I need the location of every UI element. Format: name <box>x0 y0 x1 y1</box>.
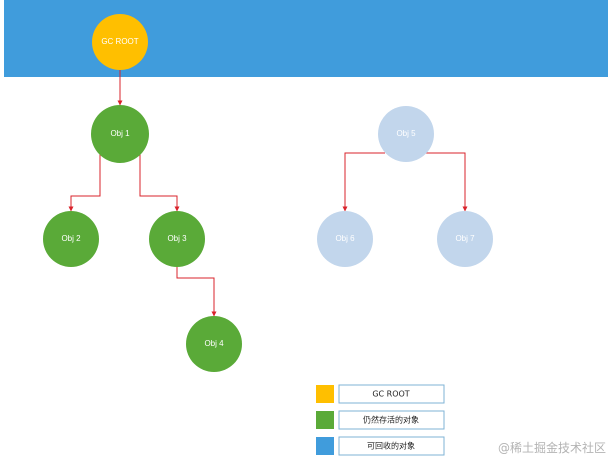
legend: GC ROOT 仍然存活的对象 可回收的对象 <box>316 384 445 456</box>
obj4-label: Obj 4 <box>204 339 224 348</box>
legend-box-gc-root <box>338 384 445 404</box>
node-obj5: Obj 5 <box>378 106 434 162</box>
obj3-label: Obj 3 <box>167 234 187 243</box>
node-obj3: Obj 3 <box>149 211 205 267</box>
legend-item-alive: 仍然存活的对象 <box>316 410 445 430</box>
reference-arrows <box>68 67 468 317</box>
node-obj2: Obj 2 <box>43 211 99 267</box>
obj6-label: Obj 6 <box>335 234 355 243</box>
legend-box-collectable <box>338 436 445 456</box>
obj2-label: Obj 2 <box>61 234 81 243</box>
obj1-label: Obj 1 <box>110 129 130 138</box>
legend-swatch-collectable <box>316 437 334 455</box>
obj4-circle <box>186 316 242 372</box>
watermark-text: @稀土掘金技术社区 <box>497 441 606 455</box>
node-obj1: Obj 1 <box>91 105 149 163</box>
arrow-obj3-to-obj4 <box>176 266 217 317</box>
obj7-label: Obj 7 <box>455 234 475 243</box>
obj1-circle <box>91 105 149 163</box>
legend-swatch-gc-root <box>316 385 334 403</box>
legend-box-alive <box>338 410 445 430</box>
legend-swatch-alive <box>316 411 334 429</box>
gc-root-circle <box>92 14 148 70</box>
gc-root-label: GC ROOT <box>101 37 138 46</box>
obj6-circle <box>317 211 373 267</box>
legend-label-gc-root: GC ROOT <box>372 390 409 399</box>
legend-item-gc-root: GC ROOT <box>316 384 445 404</box>
obj5-label: Obj 5 <box>396 129 416 138</box>
obj5-circle <box>378 106 434 162</box>
node-gc-root: GC ROOT <box>92 14 148 70</box>
obj2-circle <box>43 211 99 267</box>
node-obj4: Obj 4 <box>186 316 242 372</box>
obj3-circle <box>149 211 205 267</box>
arrow-obj1-to-obj3 <box>139 152 180 212</box>
legend-label-collectable: 可回收的对象 <box>367 441 415 451</box>
arrow-obj5-to-obj7 <box>426 152 468 212</box>
node-obj7: Obj 7 <box>437 211 493 267</box>
legend-item-collectable: 可回收的对象 <box>316 436 445 456</box>
legend-label-alive: 仍然存活的对象 <box>363 415 419 425</box>
node-obj6: Obj 6 <box>317 211 373 267</box>
arrow-obj1-to-obj2 <box>68 152 101 212</box>
arrow-obj5-to-obj6 <box>342 152 385 212</box>
obj7-circle <box>437 211 493 267</box>
